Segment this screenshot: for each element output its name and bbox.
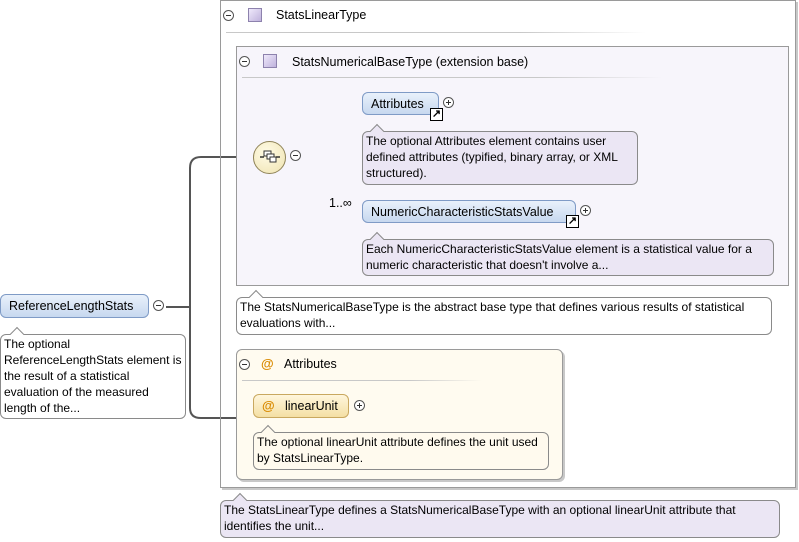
base-type-icon	[263, 54, 277, 68]
numeric-stats-element[interactable]: NumericCharacteristicStatsValue	[362, 200, 576, 223]
reference-length-stats-element[interactable]: ReferenceLengthStats	[0, 294, 149, 318]
numeric-stats-note: Each NumericCharacteristicStatsValue ele…	[362, 239, 774, 276]
type-description-note: The StatsLinearType defines a StatsNumer…	[220, 500, 780, 538]
numeric-stats-element-label: NumericCharacteristicStatsValue	[371, 204, 554, 219]
attributes-group-rule	[242, 380, 482, 381]
numeric-stats-expand-icon[interactable]	[580, 205, 591, 216]
type-frame	[220, 0, 796, 488]
attributes-shortcut-icon[interactable]: ↗	[430, 108, 443, 121]
numeric-cardinality: 1..∞	[329, 196, 352, 210]
type-title: StatsLinearType	[276, 8, 367, 22]
linear-unit-at-icon: @	[262, 398, 275, 413]
type-collapse-icon[interactable]	[223, 10, 234, 21]
sequence-icon	[260, 150, 280, 163]
type-title-rule	[226, 32, 646, 33]
linear-unit-expand-icon[interactable]	[354, 400, 365, 411]
linear-unit-note: The optional linearUnit attribute define…	[253, 432, 549, 470]
attributes-element-label: Attributes	[371, 96, 424, 111]
sequence-collapse-icon[interactable]	[290, 150, 301, 161]
base-collapse-icon[interactable]	[239, 56, 250, 67]
attributes-element-note: The optional Attributes element contains…	[362, 131, 638, 185]
reference-length-stats-label: ReferenceLengthStats	[9, 299, 134, 313]
base-title: StatsNumericalBaseType (extension base)	[292, 55, 529, 69]
base-description-note: The StatsNumericalBaseType is the abstra…	[236, 297, 772, 335]
base-title-rule	[242, 77, 662, 78]
complex-type-icon	[248, 8, 262, 22]
attributes-expand-icon[interactable]	[443, 97, 454, 108]
attributes-element[interactable]: Attributes	[362, 92, 439, 115]
attributes-group-icon: @	[261, 356, 274, 371]
linear-unit-label: linearUnit	[285, 399, 338, 413]
root-description-note: The optional ReferenceLengthStats elemen…	[0, 334, 186, 419]
attributes-group-title: Attributes	[284, 357, 337, 371]
root-collapse-icon[interactable]	[153, 300, 164, 311]
linear-unit-attribute[interactable]: @ linearUnit	[253, 394, 349, 418]
numeric-stats-shortcut-icon[interactable]: ↗	[566, 215, 579, 228]
attributes-group-collapse-icon[interactable]	[239, 359, 250, 370]
